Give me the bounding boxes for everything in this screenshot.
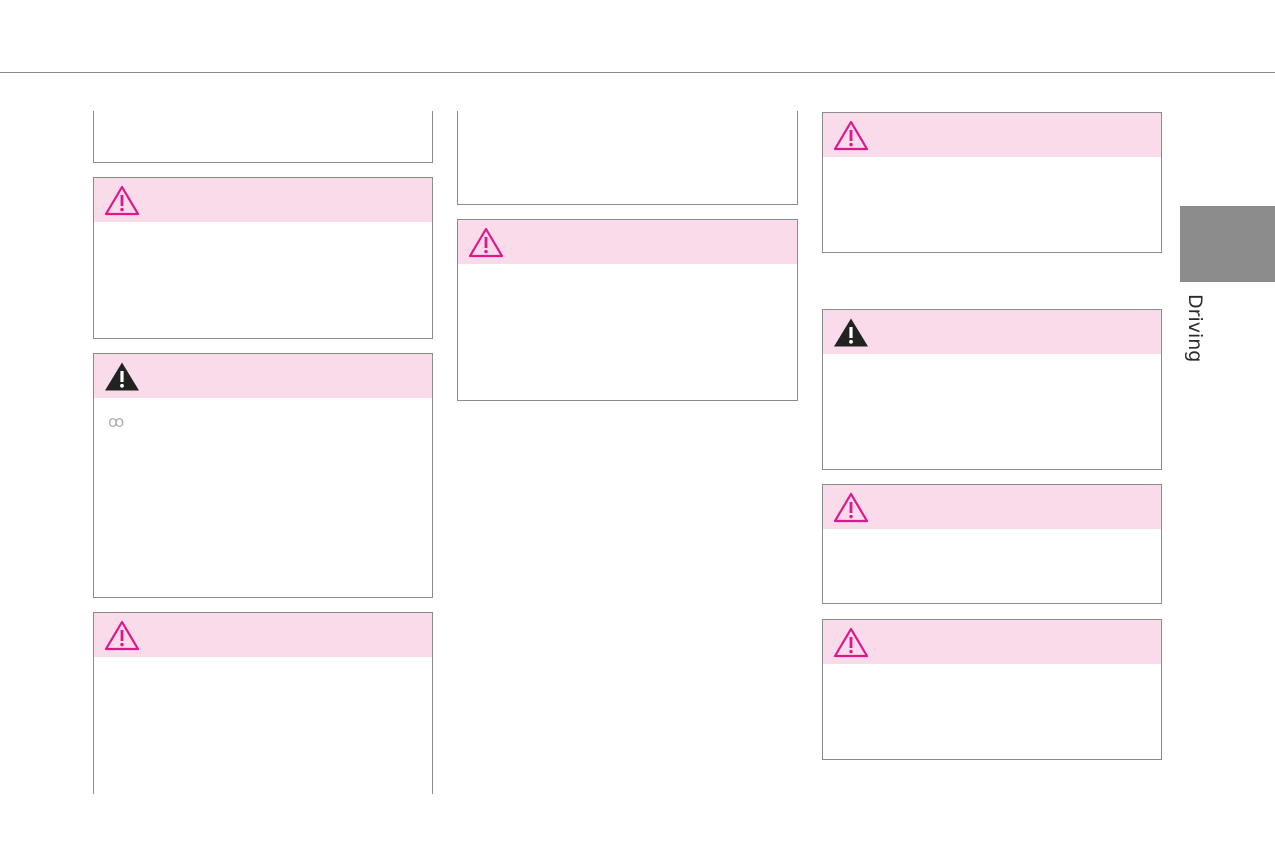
glow-plug-symbol: ꝏ [108, 412, 124, 431]
caution-box-header [94, 178, 432, 222]
caution-box-header [458, 220, 797, 264]
caution-box-header [823, 620, 1161, 664]
warning-box-header [94, 354, 432, 398]
warning-box: ꝏ [93, 353, 433, 598]
header-rule [0, 72, 1275, 73]
notice-box-continued [457, 111, 798, 205]
caution-icon [833, 120, 869, 151]
warning-icon [104, 361, 140, 392]
notice-box-continued [93, 111, 433, 163]
chapter-tab-label: Driving [1184, 294, 1206, 363]
caution-box [822, 112, 1162, 253]
caution-icon [104, 620, 140, 651]
warning-icon [833, 317, 869, 348]
caution-box-header [94, 613, 432, 657]
warning-box [822, 309, 1162, 470]
warning-box-header [823, 310, 1161, 354]
caution-icon [104, 185, 140, 216]
caution-box [822, 619, 1162, 760]
caution-icon [833, 492, 869, 523]
caution-box [457, 219, 798, 401]
caution-box [93, 612, 433, 794]
caution-icon [468, 227, 504, 258]
caution-box-header [823, 113, 1161, 157]
chapter-tab [1180, 206, 1275, 282]
caution-box [822, 484, 1162, 604]
caution-box-header [823, 485, 1161, 529]
caution-icon [833, 627, 869, 658]
caution-box [93, 177, 433, 339]
